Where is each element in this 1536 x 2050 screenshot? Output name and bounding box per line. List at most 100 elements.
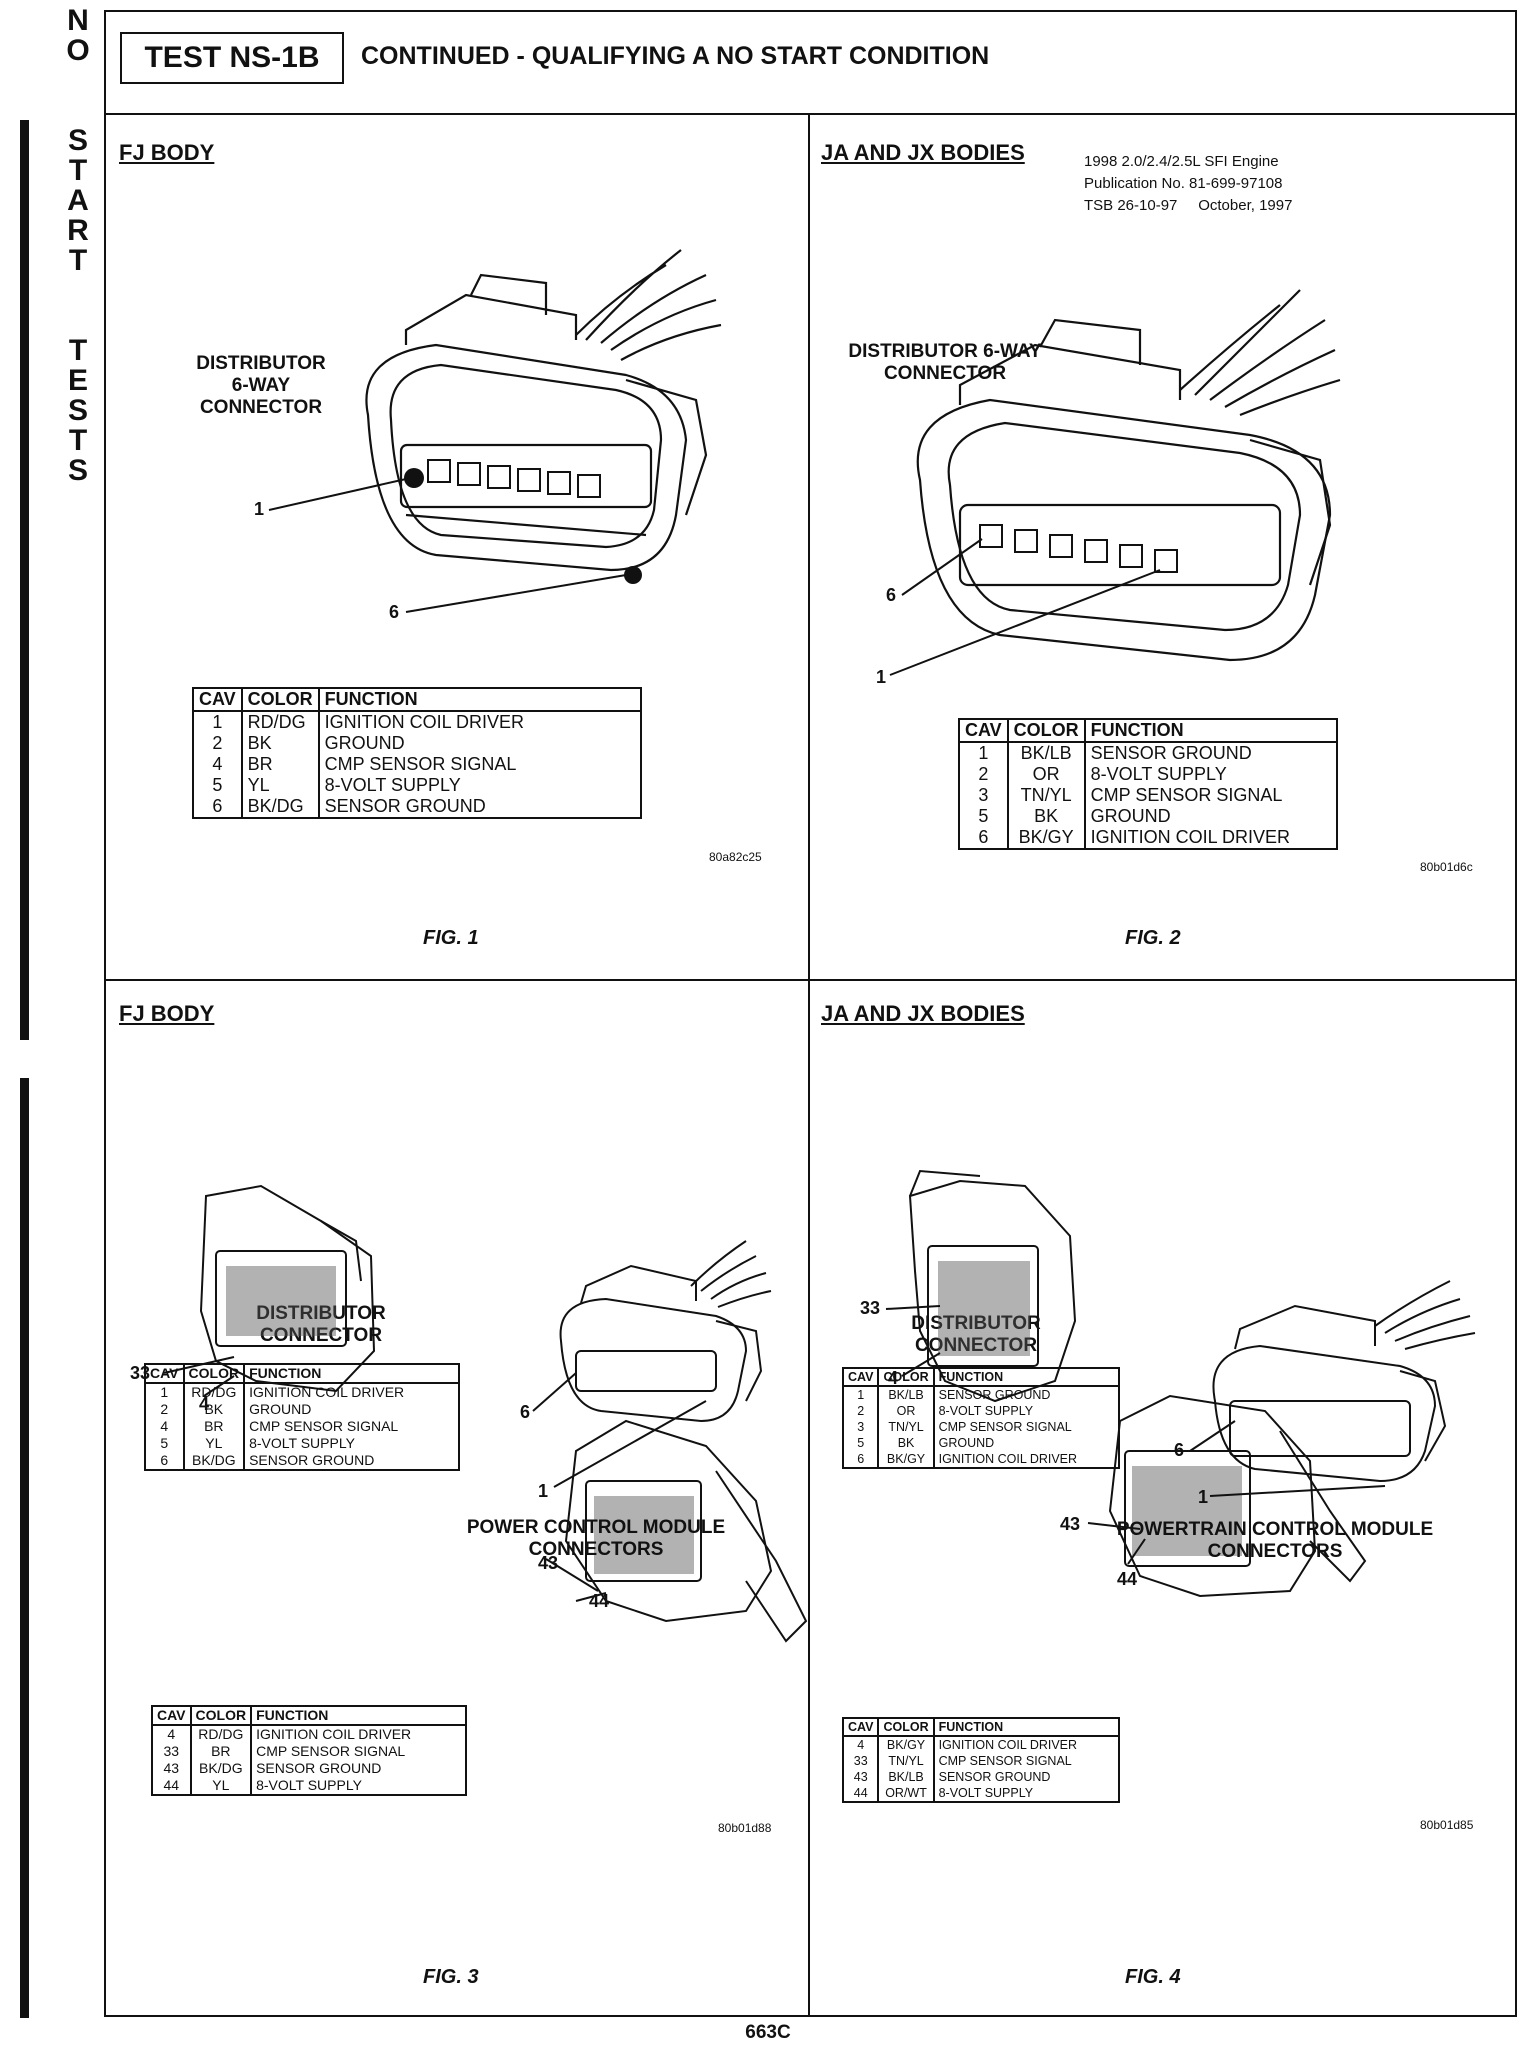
connector-label: DISTRIBUTOR 6-WAY CONNECTOR — [196, 353, 326, 418]
side-letter: T — [68, 424, 88, 457]
pin-label-1: 1 — [538, 1481, 549, 1501]
pin-label-6: 6 — [886, 585, 897, 605]
col-color: COLOR — [877, 1717, 935, 1737]
side-letter: N — [67, 4, 89, 37]
pin-label-33: 33 — [860, 1298, 881, 1318]
publication-info: 1998 2.0/2.4/2.5L SFI Engine Publication… — [1084, 153, 1293, 214]
figure-code: 80b01d85 — [1420, 1818, 1474, 1832]
pin-label-44: 44 — [589, 1591, 610, 1611]
figure-code: 80b01d6c — [1420, 860, 1473, 874]
figure-1-panel: FJ BODY DISTRIBUTOR 6-WAY CONNECTOR — [106, 115, 808, 979]
col-cav: CAV — [841, 1717, 880, 1737]
side-letter: S — [67, 454, 88, 487]
thumb-tab-bar-top — [20, 120, 29, 1040]
figure-3-panel: FJ BODY DISTRIBUTOR CONNECTOR CAV COLOR … — [106, 981, 808, 2017]
figure-2-panel: JA AND JX BODIES 1998 2.0/2.4/2.5L SFI E… — [810, 115, 1517, 979]
pin-label-4: 4 — [888, 1368, 899, 1388]
connector-label: DISTRIBUTOR 6-WAY CONNECTOR — [848, 341, 1042, 384]
pin-label-6: 6 — [1174, 1440, 1185, 1460]
col-cav: CAV — [958, 718, 1009, 743]
side-title-start: S T A R T — [66, 126, 90, 276]
side-letter: R — [67, 214, 89, 247]
side-letter: S — [67, 394, 88, 427]
col-color: COLOR — [240, 687, 320, 712]
figure-code: 80b01d88 — [718, 1821, 772, 1835]
side-letter: A — [67, 184, 89, 217]
thumb-tab-bar-bottom — [20, 1078, 29, 2018]
pin-label-33: 33 — [130, 1363, 151, 1383]
page-frame: TEST NS-1B CONTINUED - QUALIFYING A NO S… — [104, 10, 1517, 2017]
col-cav: CAV — [841, 1367, 880, 1387]
connector-diagrams — [885, 1169, 1476, 1598]
figure-caption: FIG. 1 — [423, 927, 479, 949]
side-title-no: N O — [66, 6, 90, 66]
pin-label-1: 1 — [254, 499, 265, 519]
col-color: COLOR — [877, 1367, 935, 1387]
col-cav: CAV — [151, 1705, 192, 1726]
col-color: COLOR — [1006, 718, 1086, 743]
divider-vertical — [808, 115, 810, 2017]
panel-title: FJ BODY — [119, 1001, 215, 1026]
panel-title: FJ BODY — [119, 140, 215, 165]
pin-label-43: 43 — [1060, 1514, 1081, 1534]
table-header-row: CAV COLOR FUNCTION — [192, 687, 642, 712]
col-function: FUNCTION — [250, 1705, 468, 1726]
table-header-row: CAV COLOR FUNCTION — [841, 1717, 1120, 1737]
col-function: FUNCTION — [932, 1367, 1120, 1387]
distributor-connector-diagram — [268, 249, 722, 613]
side-letter: T — [68, 334, 88, 367]
col-cav: CAV — [192, 687, 243, 712]
figure-caption: FIG. 3 — [423, 1966, 479, 1988]
module-label: POWERTRAIN CONTROL MODULE CONNECTORS — [1116, 1519, 1434, 1562]
side-letter: S — [67, 124, 88, 157]
page-title: CONTINUED - QUALIFYING A NO START CONDIT… — [361, 42, 990, 70]
side-title-tests: T E S T S — [66, 336, 90, 486]
figure-code: 80a82c25 — [709, 850, 762, 864]
col-color: COLOR — [189, 1705, 253, 1726]
module-label: POWER CONTROL MODULE CONNECTORS — [466, 1517, 726, 1560]
figure-4-panel: JA AND JX BODIES DISTRIBUTOR CONNECTOR C… — [810, 981, 1517, 2017]
pin-label-1: 1 — [876, 667, 887, 687]
pin-label-43: 43 — [538, 1553, 559, 1573]
table-header-row: CAV COLOR FUNCTION — [958, 718, 1338, 743]
side-letter: T — [68, 154, 88, 187]
col-function: FUNCTION — [317, 687, 642, 712]
page-number: 663C — [745, 2022, 791, 2043]
pin-label-44: 44 — [1117, 1569, 1138, 1589]
side-letter: O — [66, 34, 90, 67]
pin-label-6: 6 — [389, 602, 400, 622]
col-function: FUNCTION — [932, 1717, 1120, 1737]
panel-title: JA AND JX BODIES — [821, 140, 1025, 165]
distributor-label: DISTRIBUTOR CONNECTOR — [256, 1303, 386, 1346]
pin-label-4: 4 — [199, 1394, 210, 1414]
figure-caption: FIG. 4 — [1125, 1966, 1181, 1988]
pin-label-6: 6 — [520, 1402, 531, 1422]
table-header-row: CAV COLOR FUNCTION — [841, 1367, 1120, 1387]
col-function: FUNCTION — [1083, 718, 1338, 743]
